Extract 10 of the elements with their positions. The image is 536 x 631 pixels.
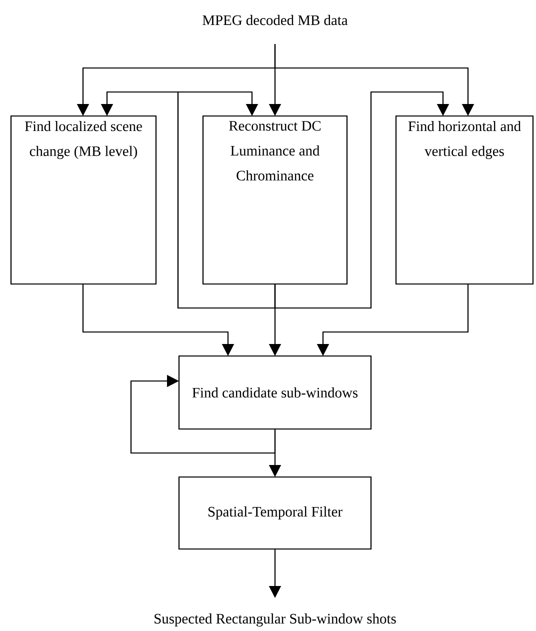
arrow <box>274 91 450 309</box>
process-box: Reconstruct DC Luminance and Chrominance <box>202 115 348 285</box>
flow-text: MPEG decoded MB data <box>202 14 348 26</box>
process-box: Spatial-Temporal Filter <box>178 476 372 550</box>
arrow <box>177 91 276 309</box>
process-box: Find candidate sub-windows <box>178 355 372 430</box>
flow-text: Suspected Rectangular Sub-window shots <box>154 613 396 627</box>
process-box: Find localized scene change (MB level) <box>10 115 157 285</box>
process-box: Find horizontal and vertical edges <box>395 115 534 285</box>
arrow <box>130 374 276 454</box>
